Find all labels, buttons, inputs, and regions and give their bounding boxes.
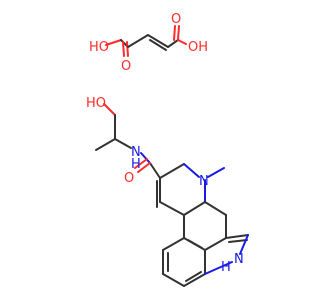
bond-c14-c15a xyxy=(183,273,206,287)
atom-o-right: O xyxy=(171,12,181,27)
bond-ch-n xyxy=(114,138,132,149)
bond-c-oh-left xyxy=(105,39,122,46)
bond-c2-n1 xyxy=(239,234,249,255)
atom-h-amide: H xyxy=(131,157,141,172)
bond-c13-c14 xyxy=(162,273,185,287)
bond-c-o-1 xyxy=(137,162,151,173)
atom-n-indole: N xyxy=(234,252,244,267)
bond-n1-c15a xyxy=(204,261,233,275)
bond-carbonyl-c8 xyxy=(149,162,161,179)
atom-ho-left: HO xyxy=(89,40,109,55)
chemical-structure-drawing: HO OH O O xyxy=(86,12,249,287)
bond-c-o-2 xyxy=(134,158,148,169)
bond-c11-c15-double xyxy=(187,239,203,249)
bond-c3a-c2 xyxy=(225,234,249,239)
bond-c7-n6 xyxy=(183,163,200,178)
bond-c-backbone-right xyxy=(167,39,179,48)
bond-c-c-double xyxy=(149,39,167,51)
bond-c-c-1 xyxy=(127,34,149,48)
bond-c5-c4 xyxy=(204,201,227,216)
bond-c8-c7 xyxy=(159,163,185,179)
atom-n-methyl: N xyxy=(199,174,209,189)
bond-c14-c15a-double xyxy=(185,271,202,282)
atom-oh-right: OH xyxy=(188,40,208,55)
structure-canvas: HO OH O O xyxy=(86,12,249,287)
bond-c-o-left-1 xyxy=(122,41,125,57)
atom-h-indole: H xyxy=(221,260,231,275)
bond-c3a-c15 xyxy=(204,237,227,251)
atom-n-amide: N xyxy=(131,145,141,160)
bond-ch-methyl xyxy=(95,138,116,151)
bond-c-o-right-2 xyxy=(177,25,180,41)
bond-n-carbonyl xyxy=(140,152,151,164)
bond-c10-c9 xyxy=(159,201,185,216)
bond-c-c-2 xyxy=(147,34,169,48)
bond-c-o-left-2 xyxy=(126,41,129,57)
bond-ho-ch2 xyxy=(103,103,116,116)
atom-o-left: O xyxy=(121,59,131,74)
bond-c-oh-right xyxy=(177,39,187,45)
ergoline-amide: HO N H O N N H xyxy=(86,96,249,287)
bond-n6-methyl xyxy=(207,167,225,178)
bond-c11-c12 xyxy=(162,237,185,251)
atom-ho: HO xyxy=(86,96,106,111)
bond-c-o-right-1 xyxy=(173,25,176,41)
bond-c3a-c2-double xyxy=(228,239,248,243)
fumaric-acid: HO OH O O xyxy=(89,12,208,74)
atom-o-carbonyl: O xyxy=(124,171,134,186)
bond-c5-c10 xyxy=(183,201,206,216)
